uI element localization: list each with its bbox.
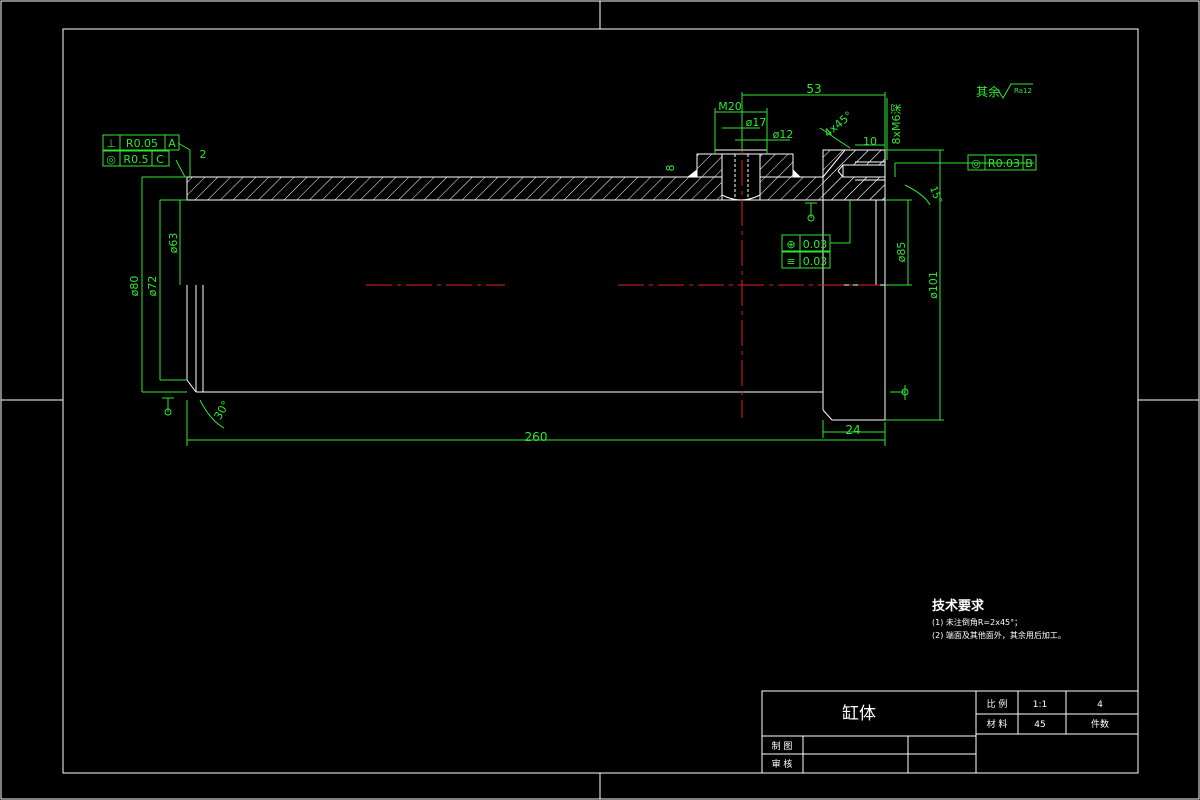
material-label: 材 料 [987,718,1008,730]
tolerance-frames [102,134,1037,269]
tol-position-value: 0.03 [803,238,828,251]
part-name: 缸体 [842,703,876,724]
tol-left-coax-symbol: ◎ [106,153,116,166]
dim-dia-101: ø101 [927,271,940,299]
tol-left-runout-value: R0.05 [126,137,158,150]
material-value: 45 [1034,720,1045,730]
dim-dia-63: ø63 [167,233,180,254]
tol-left-coax-datum: C [156,153,164,166]
tol-right-coax-datum: B [1025,157,1033,170]
tech-requirements-heading: 技术要求 [932,598,985,614]
quantity-label: 件数 [1091,718,1109,730]
checked-label: 审 核 [772,758,793,770]
tol-symmetry-value: 0.03 [803,255,828,268]
tol-right-coax-symbol: ◎ [971,157,981,170]
dim-hole-depth: 10 [863,135,877,148]
roughness-label: 其余 [976,84,1000,99]
title-block [761,690,1139,774]
dim-port-offset: 53 [806,82,821,96]
tol-left-coax-value: R0.5 [123,153,148,166]
dim-port-dia-12: ø12 [773,128,794,141]
dim-dia-72: ø72 [146,276,159,297]
tech-requirement-item: (1) 未注倒角R=2x45°； [932,617,1022,627]
dim-chamfer: 4x45° [821,109,855,140]
dim-boss-height: 8 [664,165,677,172]
tol-symmetry-symbol: ≡ [786,255,795,268]
drawn-label: 制 图 [772,740,793,752]
tech-requirement-item: (2) 端面及其他面外，其余用后加工。 [932,630,1066,640]
dim-port-thread: M20 [718,100,742,113]
roughness-symbol-icon [997,83,1033,99]
roughness-value: Ra12 [1014,87,1032,95]
sheet-number: 4 [1097,700,1103,710]
scale-value: 1:1 [1033,700,1047,710]
dim-angle-30: 30° [211,399,232,422]
tol-right-coax-value: R0.03 [988,157,1020,170]
dimension-lines [141,92,1034,446]
center-lines [366,120,880,418]
tol-position-symbol: ⊕ [786,238,795,251]
dim-thread-holes: 8xM6深 [890,104,903,145]
threaded-hole [837,161,886,181]
dim-angle-15: 15° [927,185,943,205]
scale-label: 比 例 [987,698,1008,710]
port-boss [686,149,802,201]
tol-left-runout-symbol: ⊥ [106,137,116,150]
dim-flange-length: 24 [845,423,860,437]
dim-dia-80: ø80 [128,276,141,297]
dim-edge-small: 2 [200,148,207,161]
cylinder-contour [186,150,886,421]
dim-port-dia-17: ø17 [746,116,767,129]
dim-dia-85: ø85 [895,242,908,263]
dim-overall-length: 260 [525,430,548,444]
tol-left-runout-datum: A [168,137,176,150]
